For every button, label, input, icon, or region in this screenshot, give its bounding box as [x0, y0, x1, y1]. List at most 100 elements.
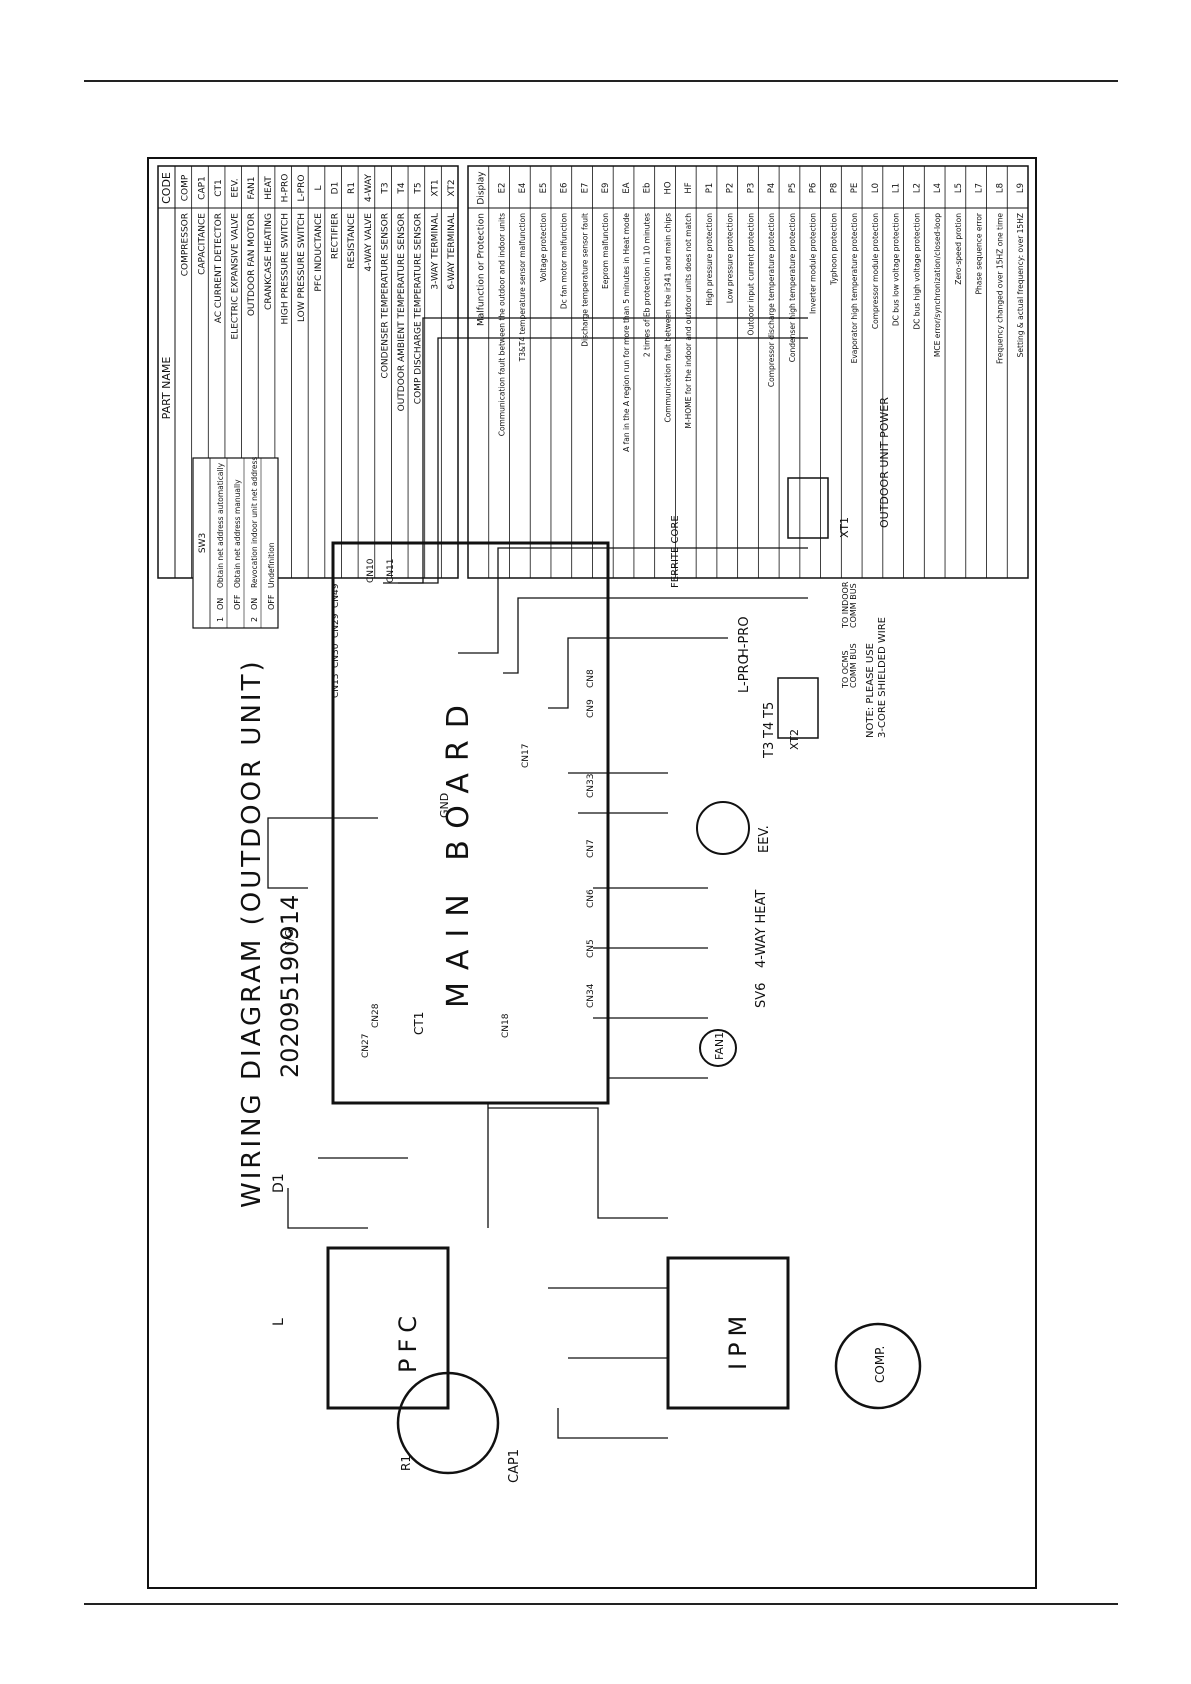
- fan-motor: [699, 1029, 737, 1067]
- pfc-label: PFC: [394, 1310, 422, 1373]
- parts-name: LOW PRESSURE SWITCH: [297, 213, 307, 322]
- fault-col-malfunction: Malfunction or Protection: [477, 213, 487, 326]
- fault-desc: Discharge temperature sensor fault: [580, 213, 589, 347]
- connector-cn49: CN49: [331, 583, 341, 608]
- gnd-label: GND: [438, 793, 451, 818]
- fan-label: FAN1: [713, 1032, 726, 1060]
- parts-name: COMP DISCHARGE TEMPERATURE SENSOR: [414, 213, 424, 404]
- fault-desc: DC bus low voltage protection: [892, 213, 901, 326]
- parts-name: CRANKCASE HEATING: [264, 213, 274, 310]
- parts-name: 4-WAY VALVE: [364, 213, 374, 272]
- cap1-label: CAP1: [507, 1449, 522, 1483]
- parts-name: CAPACITANCE: [197, 213, 207, 275]
- l-pro-label: L-PRO: [737, 654, 752, 693]
- sw3-state: ON: [216, 598, 225, 610]
- connector-cn10: CN10: [366, 558, 376, 583]
- diagram-frame: [147, 157, 1037, 1589]
- ct1-label: CT1: [412, 1012, 426, 1035]
- fault-desc: M-HOME for the indoor and outdoor units …: [684, 213, 693, 429]
- fault-code: P8: [829, 183, 839, 194]
- parts-name: ELECTRIC EXPANSIVE VALVE: [231, 213, 241, 340]
- fault-code: HF: [684, 182, 694, 193]
- parts-code: FAN1: [247, 177, 257, 200]
- fault-desc: DC bus high voltage protection: [912, 213, 921, 330]
- fault-desc: Communication fault between the outdoor …: [497, 213, 506, 436]
- fault-desc: Voltage protection: [539, 213, 548, 282]
- fault-code: P2: [726, 183, 736, 194]
- parts-name: OUTDOOR FAN MOTOR: [247, 213, 257, 316]
- fault-code: HO: [663, 181, 673, 194]
- fault-desc: MCE error/synchronization/closed-loop: [933, 213, 942, 357]
- connector-cn13: CN13: [331, 674, 341, 698]
- fault-desc: High pressure protection: [705, 213, 714, 306]
- fault-desc: A fan in the A region run for more than …: [622, 213, 631, 452]
- to-ocms-1: TO OCMS: [841, 650, 850, 689]
- fault-code: E2: [497, 183, 507, 194]
- pfc-module: [326, 1246, 450, 1410]
- fault-code: E5: [539, 183, 549, 194]
- connector-cn27: CN27: [361, 1034, 371, 1058]
- xt1-label: XT1: [838, 517, 851, 538]
- connector-cn7: CN7: [586, 839, 596, 858]
- sw3-desc: Obtain net address automatically: [216, 462, 225, 588]
- parts-code: L-PRO: [297, 175, 307, 202]
- parts-code: HEAT: [264, 176, 274, 200]
- connector-cn6: CN6: [586, 889, 596, 908]
- fault-code: L0: [871, 183, 881, 193]
- sw3-table: SW3 1 ON Obtain net address automaticallyOF…: [192, 457, 279, 629]
- outdoor-power-label: OUTDOOR UNIT POWER: [878, 397, 891, 528]
- parts-code: L: [314, 185, 324, 190]
- fault-code: PE: [850, 183, 860, 194]
- fault-desc: Inverter module protection: [809, 213, 818, 314]
- connector-cn17: CN17: [521, 744, 531, 768]
- fault-desc: Frequency changed over 15HZ one time: [995, 213, 1004, 364]
- sw3-num: 1: [216, 617, 225, 622]
- shield-note-1: NOTE: PLEASE USE: [865, 643, 876, 738]
- sw3-title: SW3: [198, 533, 208, 553]
- fault-code: L9: [1016, 183, 1026, 193]
- diagram-title: WIRING DIAGRAM (OUTDOOR UNIT): [237, 658, 267, 1208]
- diagram-doc-number: 202095190914: [276, 895, 304, 1078]
- fault-code: L5: [954, 183, 964, 193]
- sv6-label: SV6: [754, 983, 769, 1008]
- fault-code: L1: [892, 183, 902, 193]
- fault-desc: Condenser high temperature protection: [788, 213, 797, 363]
- parts-code: CT1: [214, 179, 224, 197]
- wire-bundle: [267, 317, 808, 1439]
- connector-cn11: CN11: [386, 559, 396, 583]
- parts-code: T3: [380, 182, 390, 194]
- comp-label: COMP.: [873, 1346, 887, 1383]
- main-board-label: MAIN BOARD: [441, 693, 476, 1008]
- h-pro-label: H-PRO: [737, 616, 752, 658]
- sw3-state: OFF: [233, 594, 242, 610]
- parts-code: COMP: [181, 174, 191, 201]
- shield-note-2: 3-CORE SHIELDED WIRE: [877, 617, 888, 738]
- fault-code: P5: [788, 183, 798, 194]
- fault-desc: Low pressure protection: [726, 213, 735, 303]
- l-label: L: [271, 1318, 287, 1326]
- eev-valve: [696, 801, 750, 855]
- parts-col-name: PART NAME: [160, 357, 173, 420]
- ipm-label: IPM: [724, 1310, 752, 1370]
- fault-code: E6: [560, 183, 570, 194]
- fault-desc: Compressor discharge temperature protect…: [767, 213, 776, 387]
- cap1-capacitor: [396, 1371, 500, 1475]
- fault-col-display: Display: [477, 171, 487, 205]
- fault-desc: Phase sequence error: [975, 212, 984, 294]
- fault-code: E7: [580, 183, 590, 194]
- fault-desc: Outdoor input current protection: [746, 213, 755, 336]
- connector-cn18: CN18: [501, 1013, 511, 1038]
- parts-code: CAP1: [197, 176, 207, 200]
- fault-code: E9: [601, 183, 611, 194]
- footer-rule: [84, 1603, 1118, 1605]
- sw3-desc: Undefinition: [267, 542, 276, 588]
- parts-name: AC CURRENT DETECTOR: [214, 213, 224, 323]
- to-indoor-2: COMM BUS: [849, 583, 858, 628]
- fault-desc: Eeprom malfunction: [601, 213, 610, 289]
- fault-code: L2: [912, 183, 922, 193]
- xt2-terminal: [777, 677, 819, 739]
- fault-desc: Dc fan motor malfunction: [560, 213, 569, 309]
- fault-code: P6: [809, 183, 819, 194]
